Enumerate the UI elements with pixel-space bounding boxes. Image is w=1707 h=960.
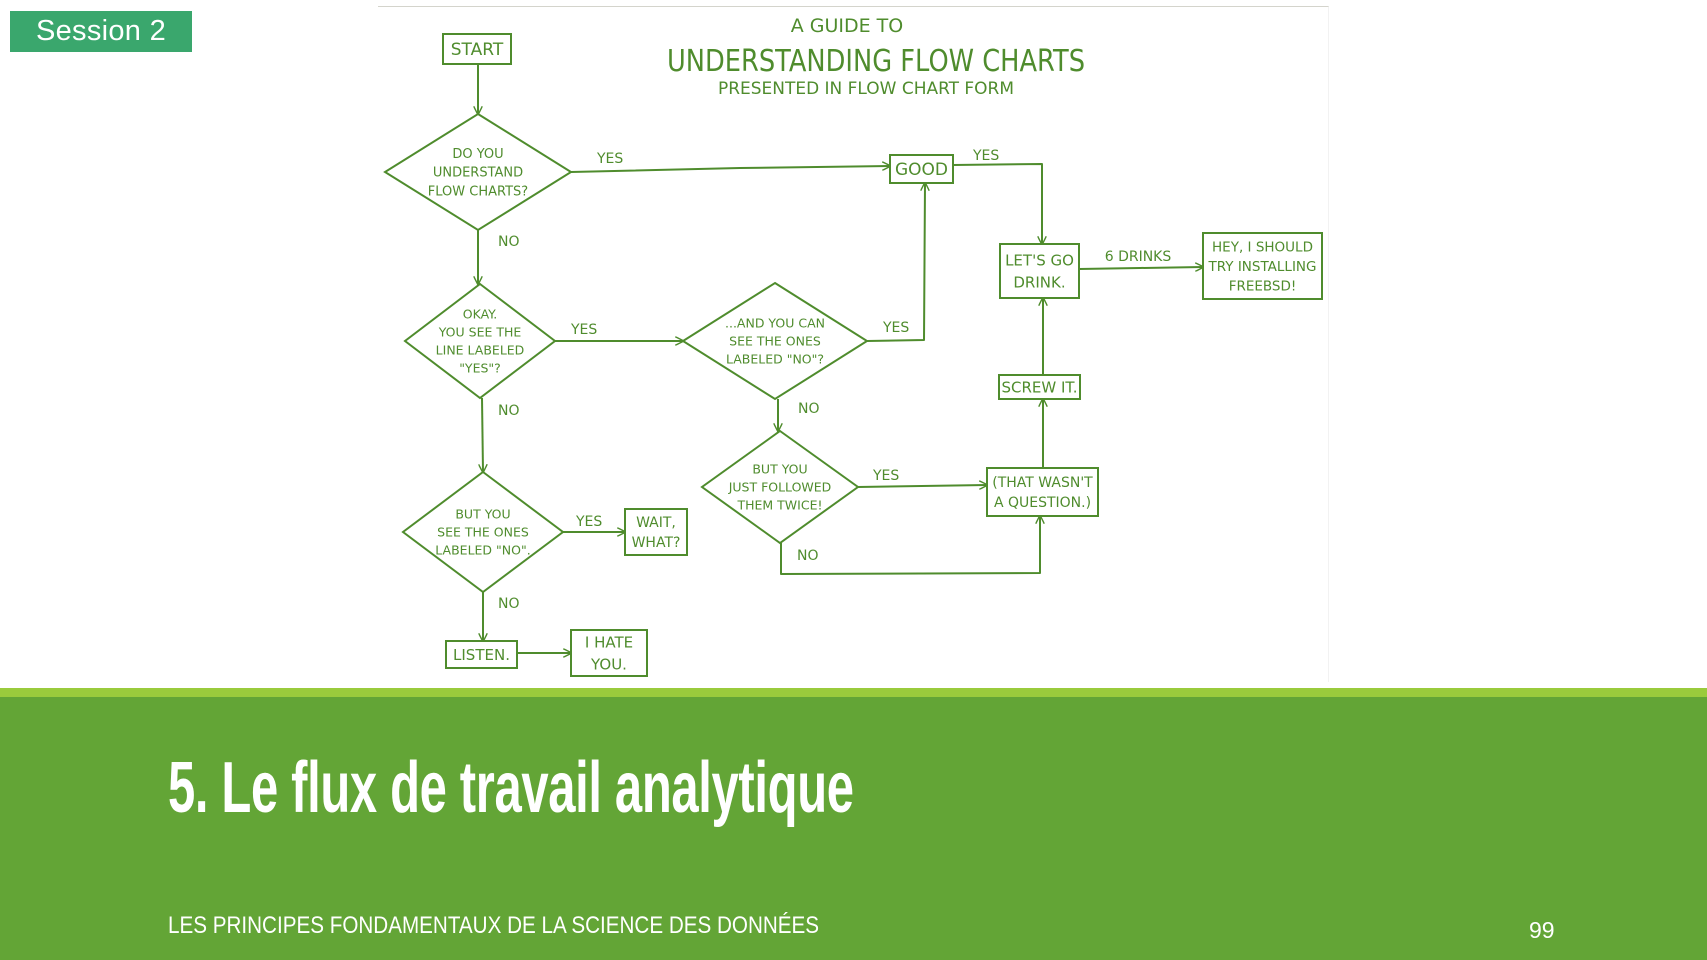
node-label: YOU SEE THE bbox=[438, 324, 522, 339]
edge-label: NO bbox=[797, 548, 819, 564]
flow-node-q4: BUT YOU JUST FOLLOWED THEM TWICE! bbox=[700, 429, 860, 545]
node-label: FREEBSD! bbox=[1229, 278, 1297, 294]
node-label: LABELED "NO"? bbox=[726, 352, 824, 367]
session-label: Session 2 bbox=[35, 15, 167, 47]
flow-arrow-q2-to-q5 bbox=[482, 397, 483, 472]
decision-diamond bbox=[681, 281, 869, 401]
edge-label: YES bbox=[872, 468, 899, 484]
flow-node-q3: ...AND YOU CAN SEE THE ONES LABELED "NO"? bbox=[681, 281, 869, 401]
node-label: HEY, I SHOULD bbox=[1212, 239, 1313, 255]
flow-node-good: GOOD bbox=[889, 154, 954, 184]
node-label: LISTEN. bbox=[453, 646, 510, 664]
flow-node-start: START bbox=[442, 33, 512, 65]
session-badge: Session 2 bbox=[10, 11, 192, 52]
process-box bbox=[445, 640, 518, 669]
node-label: UNDERSTAND bbox=[433, 166, 523, 181]
node-label: BUT YOU bbox=[752, 461, 807, 476]
flow-arrow-good-to-drink bbox=[952, 163, 1042, 244]
node-label: SCREW IT. bbox=[1001, 378, 1077, 396]
flow-node-notq: (THAT WASN'T A QUESTION.) bbox=[986, 467, 1099, 517]
node-label: OKAY. bbox=[463, 306, 497, 321]
node-label: JUST FOLLOWED bbox=[728, 480, 832, 495]
node-label: BUT YOU bbox=[455, 506, 510, 521]
flow-node-screw: SCREW IT. bbox=[998, 374, 1081, 400]
edge-label: YES bbox=[596, 151, 623, 167]
node-label: I HATE bbox=[585, 634, 633, 652]
footer-text: LES PRINCIPES FONDAMENTAUX DE LA SCIENCE… bbox=[168, 912, 820, 939]
figure-heading-line3: PRESENTED IN FLOW CHART FORM bbox=[718, 79, 1014, 99]
flow-node-q2: OKAY. YOU SEE THE LINE LABELED "YES"? bbox=[403, 282, 557, 400]
node-label: START bbox=[451, 40, 504, 60]
edge-label: NO bbox=[498, 596, 520, 612]
title-band bbox=[0, 697, 1707, 960]
title-band-stripe bbox=[0, 688, 1707, 697]
process-box bbox=[442, 33, 512, 65]
edge-label: YES bbox=[570, 322, 597, 338]
process-box bbox=[1202, 232, 1323, 300]
flowchart-figure: A GUIDE TO UNDERSTANDING FLOW CHARTS PRE… bbox=[378, 6, 1329, 682]
node-label: SEE THE ONES bbox=[729, 334, 821, 349]
process-box bbox=[624, 508, 688, 556]
edge-label: YES bbox=[972, 148, 999, 164]
flow-node-q1: DO YOU UNDERSTAND FLOW CHARTS? bbox=[383, 112, 573, 232]
process-box bbox=[986, 467, 1099, 517]
process-box bbox=[999, 243, 1080, 299]
flow-arrow-q3-to-good bbox=[866, 183, 925, 342]
flow-node-q5: BUT YOU SEE THE ONES LABELED "NO". bbox=[401, 470, 565, 594]
node-label: WHAT? bbox=[632, 535, 681, 551]
process-box bbox=[889, 154, 954, 184]
node-label: WAIT, bbox=[636, 515, 676, 531]
flow-arrow-q4-to-notq bbox=[857, 485, 987, 487]
edge-label: YES bbox=[882, 320, 909, 336]
decision-diamond bbox=[383, 112, 573, 232]
node-label: LABELED "NO". bbox=[435, 543, 530, 558]
process-box bbox=[570, 629, 648, 677]
node-label: TRY INSTALLING bbox=[1208, 259, 1317, 275]
flow-node-hate: I HATE YOU. bbox=[570, 629, 648, 677]
flow-node-freebsd: HEY, I SHOULD TRY INSTALLING FREEBSD! bbox=[1202, 232, 1323, 300]
flowchart-diagram: A GUIDE TO UNDERSTANDING FLOW CHARTS PRE… bbox=[383, 15, 1323, 677]
decision-diamond bbox=[403, 282, 557, 400]
node-label: FLOW CHARTS? bbox=[428, 185, 528, 200]
node-label: (THAT WASN'T bbox=[992, 475, 1093, 491]
process-box bbox=[998, 374, 1081, 400]
node-label: THEM TWICE! bbox=[736, 498, 822, 513]
flow-arrow-q4-to-notq bbox=[780, 516, 1040, 575]
node-label: DO YOU bbox=[452, 147, 503, 162]
flow-node-listen: LISTEN. bbox=[445, 640, 518, 669]
figure-heading-line2: UNDERSTANDING FLOW CHARTS bbox=[667, 44, 1085, 79]
decision-diamond bbox=[401, 470, 565, 594]
slide-title: 5. Le flux de travail analytique bbox=[168, 748, 854, 828]
flow-arrow-drink-to-freebsd bbox=[1078, 267, 1203, 269]
figure-heading-line1: A GUIDE TO bbox=[791, 15, 904, 37]
node-label: LINE LABELED bbox=[436, 343, 525, 358]
edge-label: YES bbox=[575, 514, 602, 530]
edge-label: NO bbox=[498, 403, 520, 419]
decision-diamond bbox=[700, 429, 860, 545]
edge-label: NO bbox=[498, 234, 520, 250]
flow-node-wait: WAIT, WHAT? bbox=[624, 508, 688, 556]
edge-label: 6 DRINKS bbox=[1105, 249, 1172, 265]
page-number: 99 bbox=[1529, 917, 1555, 943]
edge-label: NO bbox=[798, 401, 820, 417]
node-label: A QUESTION.) bbox=[994, 495, 1091, 511]
node-label: LET'S GO bbox=[1005, 252, 1074, 270]
node-label: SEE THE ONES bbox=[437, 525, 529, 540]
flow-node-drink: LET'S GO DRINK. bbox=[999, 243, 1080, 299]
node-label: GOOD bbox=[895, 160, 948, 180]
flow-arrow-q1-to-good bbox=[570, 166, 890, 173]
node-label: YOU. bbox=[590, 655, 627, 673]
node-label: "YES"? bbox=[459, 361, 501, 376]
node-label: ...AND YOU CAN bbox=[725, 315, 825, 330]
node-label: DRINK. bbox=[1013, 273, 1065, 291]
